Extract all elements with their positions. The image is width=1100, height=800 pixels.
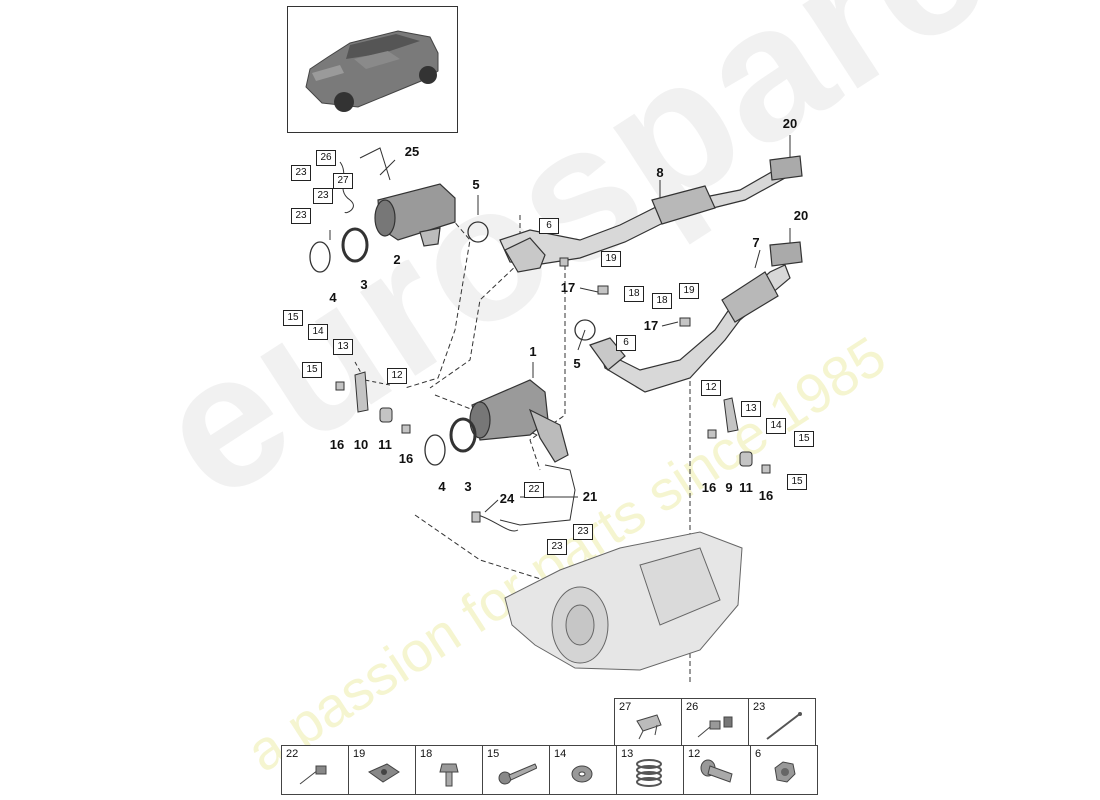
label-part-5a: 5 <box>472 177 480 192</box>
holder-icon <box>299 765 327 785</box>
connector-icon <box>697 716 733 738</box>
label-part-3b: 3 <box>464 479 472 494</box>
cable-tie-icon <box>766 712 802 740</box>
ref-box-23b: 23 <box>313 188 333 204</box>
label-part-17a: 17 <box>560 280 576 295</box>
ref-box-15b: 15 <box>302 362 322 378</box>
suv-icon <box>305 30 439 112</box>
legend-cell-26: 26 <box>681 698 749 748</box>
label-part-24: 24 <box>499 491 515 506</box>
sleeve-bolt-icon <box>700 759 733 783</box>
clip-icon <box>636 714 662 740</box>
label-part-20a: 20 <box>782 116 798 131</box>
label-part-16a: 16 <box>329 437 345 452</box>
hex-nut-icon <box>774 761 796 783</box>
label-part-10: 10 <box>353 437 369 452</box>
ref-box-12a: 12 <box>387 368 407 384</box>
vehicle-thumbnail <box>287 6 458 133</box>
label-part-20b: 20 <box>793 208 809 223</box>
legend-row-bottom: 22 19 18 15 <box>281 745 818 795</box>
ref-box-18a: 18 <box>624 286 644 302</box>
legend-cell-14: 14 <box>549 745 617 795</box>
label-part-11a: 11 <box>378 437 392 452</box>
label-part-25: 25 <box>404 144 420 159</box>
ref-box-13b: 13 <box>741 401 761 417</box>
ref-box-19a: 19 <box>601 251 621 267</box>
label-part-16d: 16 <box>758 488 774 503</box>
ref-box-14a: 14 <box>308 324 328 340</box>
label-part-17b: 17 <box>643 318 659 333</box>
ref-box-13a: 13 <box>333 339 353 355</box>
spring-icon <box>636 759 662 787</box>
washer-icon <box>571 765 593 783</box>
label-part-4b: 4 <box>438 479 446 494</box>
legend-cell-27: 27 <box>614 698 682 748</box>
label-part-21: 21 <box>582 489 598 504</box>
label-part-4a: 4 <box>329 290 337 305</box>
ref-box-26: 26 <box>316 150 336 166</box>
legend-cell-12: 12 <box>683 745 751 795</box>
ref-box-12b: 12 <box>701 380 721 396</box>
ref-box-15a: 15 <box>283 310 303 326</box>
label-part-11b: 11 <box>739 480 753 495</box>
legend-cell-23: 23 <box>748 698 816 748</box>
legend-cell-19: 19 <box>348 745 416 795</box>
ref-box-15c: 15 <box>794 431 814 447</box>
label-part-7: 7 <box>752 235 760 250</box>
ref-box-6b: 6 <box>616 335 636 351</box>
ref-box-23e: 23 <box>547 539 567 555</box>
ref-box-23d: 23 <box>573 524 593 540</box>
ref-box-27: 27 <box>333 173 353 189</box>
label-part-8: 8 <box>656 165 664 180</box>
label-part-16c: 16 <box>701 480 717 495</box>
label-part-1: 1 <box>529 344 537 359</box>
legend-cell-6: 6 <box>750 745 818 795</box>
label-part-5b: 5 <box>573 356 581 371</box>
legend-cell-13: 13 <box>616 745 684 795</box>
ref-box-23a: 23 <box>291 165 311 181</box>
label-part-9: 9 <box>725 480 733 495</box>
label-part-2: 2 <box>393 252 401 267</box>
long-bolt-icon <box>498 763 537 785</box>
label-part-3a: 3 <box>360 277 368 292</box>
ref-box-22: 22 <box>524 482 544 498</box>
ref-box-19b: 19 <box>679 283 699 299</box>
ref-box-18b: 18 <box>652 293 672 309</box>
legend-cell-18: 18 <box>415 745 483 795</box>
ref-box-15d: 15 <box>787 474 807 490</box>
nut-plate-icon <box>367 763 400 783</box>
label-part-16b: 16 <box>398 451 414 466</box>
legend-row-top: 27 26 23 <box>614 698 816 748</box>
bolt-icon <box>439 763 459 787</box>
ref-box-6a: 6 <box>539 218 559 234</box>
ref-box-23c: 23 <box>291 208 311 224</box>
ref-box-14b: 14 <box>766 418 786 434</box>
legend-cell-15: 15 <box>482 745 550 795</box>
legend-cell-22: 22 <box>281 745 349 795</box>
